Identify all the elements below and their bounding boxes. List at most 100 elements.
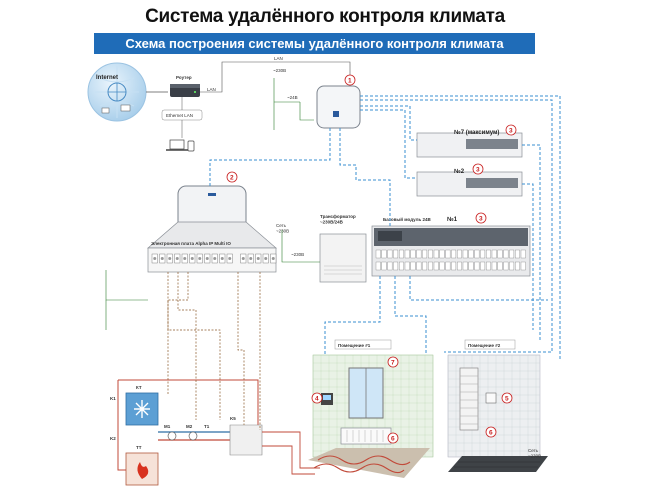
base-terminal — [457, 249, 462, 259]
base-module-num: №1 — [447, 216, 458, 223]
badge-3c: 3 — [479, 216, 483, 223]
badge-3b: 3 — [476, 167, 480, 174]
base-terminal — [428, 261, 433, 271]
badge-text: 7 — [391, 360, 395, 367]
laptop-icon — [166, 139, 188, 151]
base-terminal — [387, 249, 393, 259]
base-terminal — [503, 249, 509, 259]
base-terminal — [399, 261, 404, 271]
bus-lines — [209, 95, 561, 409]
pipe-label: M2 — [186, 424, 193, 429]
base-terminal — [445, 249, 451, 259]
base-terminal — [509, 261, 515, 271]
base-terminal — [433, 249, 439, 259]
base-terminal — [486, 249, 491, 259]
boiler-kt-label: КТ — [136, 385, 142, 390]
badge-1 — [344, 74, 356, 86]
base-terminal — [433, 261, 439, 271]
base-terminal — [439, 261, 445, 271]
badge-1-text: 1 — [348, 78, 352, 85]
base-terminal — [422, 261, 428, 271]
ethernet-lan-label: Ethernet LAN — [166, 113, 193, 118]
base-terminal — [468, 249, 474, 259]
base-terminal — [462, 249, 468, 259]
base-terminal — [468, 261, 474, 271]
base-terminal — [410, 249, 416, 259]
base-terminal — [515, 249, 520, 259]
base-terminal — [422, 249, 428, 259]
base-terminal — [387, 261, 393, 271]
base-terminal — [509, 249, 515, 259]
pipe-label: K5 — [230, 416, 236, 421]
badge-text: 6 — [489, 430, 493, 437]
power-net-top: Сеть~230В — [276, 223, 289, 234]
pipe-label: K1 — [110, 396, 116, 401]
base-terminal — [439, 249, 445, 259]
badge — [485, 426, 497, 438]
base-terminal — [381, 261, 387, 271]
boiler-tt-label: ТТ — [136, 445, 142, 450]
base-terminal — [445, 261, 451, 271]
lan-label-left: LAN — [207, 87, 216, 92]
power-label-230b: ~230В — [291, 252, 304, 257]
module-2-label: №2 — [454, 168, 465, 175]
badge-3a: 3 — [509, 128, 513, 135]
base-terminal — [416, 249, 422, 259]
badge — [501, 392, 513, 404]
badge — [387, 356, 399, 368]
base-terminal — [393, 261, 399, 271]
base-terminal — [497, 261, 503, 271]
base-terminal — [404, 261, 410, 271]
base-terminal — [416, 261, 422, 271]
internet-globe — [87, 62, 147, 122]
control-wiring — [167, 272, 261, 430]
base-terminal — [491, 249, 497, 259]
access-point — [316, 85, 361, 129]
lan-label-top: LAN — [274, 56, 283, 61]
room-1 — [308, 354, 434, 478]
terminal-block — [151, 253, 277, 264]
router-label: Роутер — [176, 75, 192, 80]
base-terminal — [515, 261, 520, 271]
base-terminal — [404, 249, 410, 259]
base-terminal — [520, 249, 526, 259]
base-terminal — [457, 261, 462, 271]
base-terminal — [451, 249, 457, 259]
badge — [387, 432, 399, 444]
pipe-label: K2 — [110, 436, 116, 441]
power-net-bottom: Сеть~230В — [528, 448, 541, 459]
internet-label: Internet — [96, 75, 118, 81]
module-2 — [416, 171, 523, 197]
pipe-label: T1 — [204, 424, 210, 429]
module-7-label: №7 (максимум) — [454, 129, 499, 136]
base-terminal — [381, 249, 387, 259]
base-terminal — [428, 249, 433, 259]
module-7 — [416, 132, 523, 158]
base-terminal — [474, 261, 480, 271]
base-module-label: Базовый модуль 24В — [383, 216, 431, 222]
base-terminal — [491, 261, 497, 271]
base-terminal — [503, 261, 509, 271]
room-2-label: Помещение #2 — [468, 343, 501, 348]
base-terminal — [480, 249, 486, 259]
room-2 — [447, 354, 548, 472]
router — [170, 84, 200, 97]
base-terminal — [393, 249, 399, 259]
base-terminal — [410, 261, 416, 271]
base-terminal — [451, 261, 457, 271]
base-terminal — [375, 249, 381, 259]
pipe-label: M1 — [164, 424, 171, 429]
badge-text: 6 — [391, 436, 395, 443]
badge-2: 2 — [230, 175, 234, 182]
power-label-24: ~24В — [287, 95, 298, 100]
power-label-ap: ~230В — [273, 68, 286, 73]
base-terminal — [462, 261, 468, 271]
base-terminal — [399, 249, 404, 259]
controller-board-label: Электронная плата Alpha IP Multi IO — [151, 241, 231, 246]
transformer — [319, 233, 367, 283]
base-terminal — [497, 249, 503, 259]
base-module-terminals — [375, 249, 526, 271]
